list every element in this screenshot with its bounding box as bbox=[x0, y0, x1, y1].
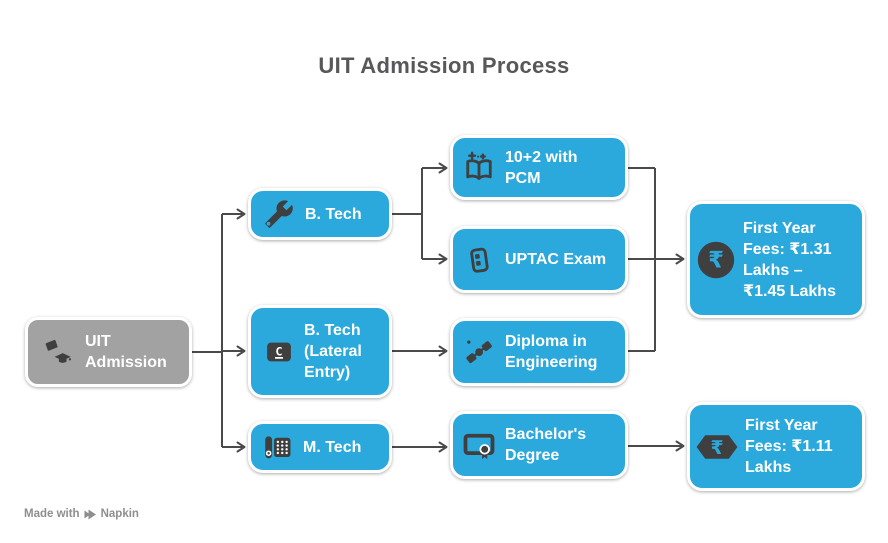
node-label: B. Tech bbox=[305, 205, 362, 223]
node-10plus2-pcm: 10+2 with PCM bbox=[450, 135, 628, 200]
diagram-title: UIT Admission Process bbox=[318, 53, 570, 78]
graduation-caps-icon bbox=[41, 335, 75, 369]
watermark-brand: Napkin bbox=[100, 508, 139, 520]
node-mtech: M. Tech bbox=[248, 421, 392, 473]
napkin-logo-icon bbox=[84, 509, 97, 520]
node-label: M. Tech bbox=[303, 438, 362, 456]
svg-text:₹: ₹ bbox=[710, 437, 723, 458]
svg-text:₹: ₹ bbox=[708, 247, 724, 273]
node-first-year-fees-btech: ₹ First Year Fees: ₹1.31 Lakhs – ₹1.45 L… bbox=[687, 201, 865, 318]
rupee-badge-icon: ₹ bbox=[695, 429, 739, 465]
node-label: First Year Fees: ₹1.31 Lakhs – ₹1.45 Lak… bbox=[743, 219, 836, 300]
node-label: UPTAC Exam bbox=[505, 251, 607, 268]
office-phone-icon bbox=[261, 430, 295, 464]
satellite-icon bbox=[461, 334, 497, 370]
node-btech: B. Tech bbox=[248, 188, 392, 240]
node-bachelors-degree: Bachelor's Degree bbox=[450, 411, 628, 479]
rupee-coin-icon: ₹ bbox=[695, 239, 737, 281]
svg-text:C: C bbox=[275, 344, 282, 358]
wrench-icon bbox=[264, 199, 294, 229]
node-label: Bachelor's Degree bbox=[505, 426, 587, 464]
node-label: B. Tech (Lateral Entry) bbox=[304, 322, 362, 381]
node-diploma-engineering: Diploma in Engineering bbox=[450, 318, 628, 386]
node-label: UIT Admission bbox=[85, 333, 167, 371]
node-first-year-fees-mtech: ₹ First Year Fees: ₹1.11 Lakhs bbox=[687, 402, 865, 491]
letter-c-key-icon: C bbox=[264, 337, 294, 367]
watermark-made-with: Made with bbox=[24, 508, 80, 520]
certificate-ribbon-icon bbox=[461, 427, 497, 463]
mobile-device-icon bbox=[463, 244, 495, 276]
book-with-plus-icon bbox=[461, 150, 497, 186]
node-uptac-exam: UPTAC Exam bbox=[450, 226, 628, 293]
node-uit-admission: UIT Admission bbox=[25, 317, 192, 387]
node-label: 10+2 with PCM bbox=[505, 148, 578, 187]
node-label: First Year Fees: ₹1.11 Lakhs bbox=[745, 417, 833, 476]
node-label: Diploma in Engineering bbox=[505, 333, 598, 371]
node-btech-lateral-entry: C B. Tech (Lateral Entry) bbox=[248, 305, 392, 398]
watermark: Made with Napkin bbox=[24, 508, 139, 520]
